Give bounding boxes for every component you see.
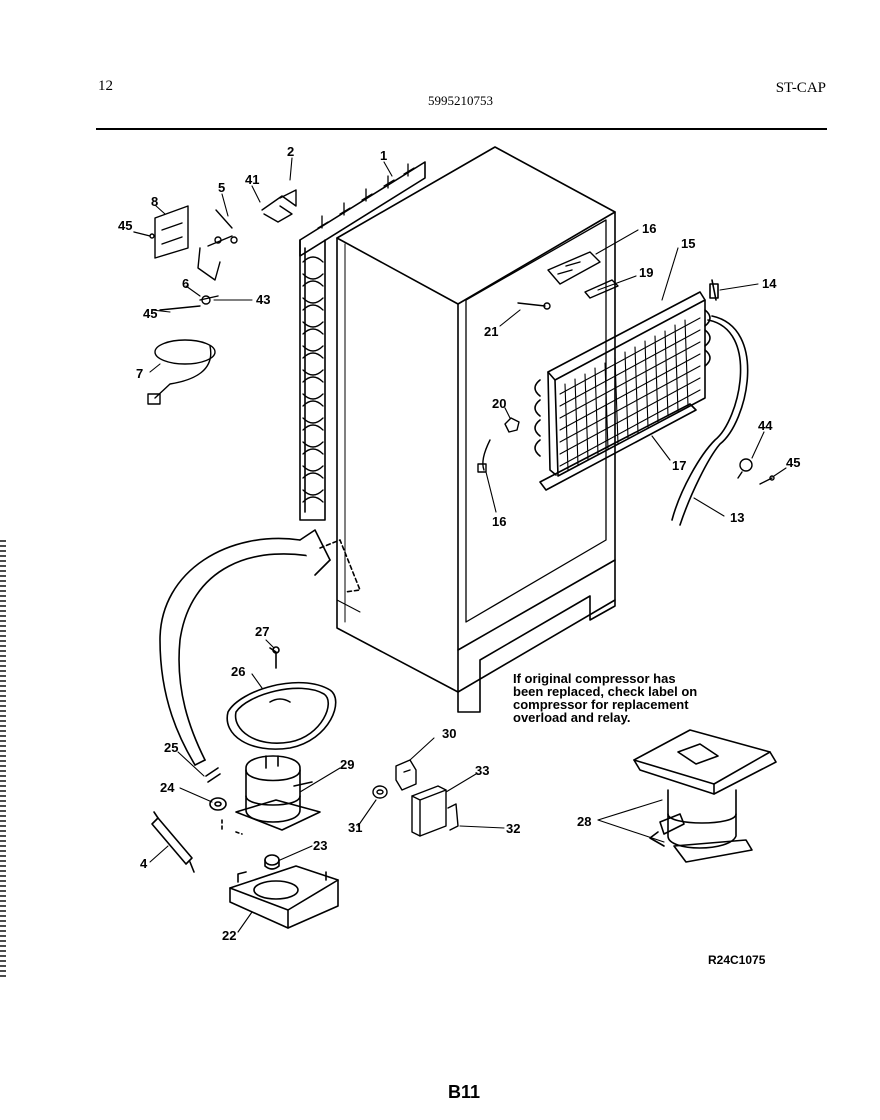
model-number: 5995210753 [428, 93, 493, 108]
header-rule [96, 128, 827, 130]
refrigerator-cabinet [336, 146, 616, 713]
callout-25: 25 [164, 740, 178, 755]
scan-edge-artifact [0, 540, 6, 980]
callout-32: 32 [506, 821, 520, 836]
callout-13: 13 [730, 510, 744, 525]
callout-41: 41 [245, 172, 259, 187]
callout-14: 14 [762, 276, 777, 291]
callout-44: 44 [758, 418, 773, 433]
callout-43: 43 [256, 292, 270, 307]
callout-26: 26 [231, 664, 245, 679]
callout-16-lower: 16 [492, 514, 506, 529]
callout-4: 4 [140, 856, 148, 871]
upper-left-parts [133, 189, 297, 405]
callout-21: 21 [484, 324, 498, 339]
callout-19: 19 [639, 265, 653, 280]
drain-pan [226, 646, 337, 750]
header-code: ST-CAP [775, 80, 826, 96]
callout-5: 5 [218, 180, 225, 195]
note-line-3: compressor for replacement [513, 697, 689, 712]
page-number: 12 [98, 78, 113, 94]
note-line-4: overload and relay. [513, 710, 631, 725]
callout-30: 30 [442, 726, 456, 741]
callout-22: 22 [222, 928, 236, 943]
callout-27: 27 [255, 624, 269, 639]
inset-compressor [633, 729, 777, 863]
callout-7: 7 [136, 366, 143, 381]
note-line-2: been replaced, check label on [513, 684, 698, 699]
callout-24: 24 [160, 780, 175, 795]
callout-15: 15 [681, 236, 695, 251]
callout-8: 8 [151, 194, 158, 209]
reference-code: R24C1075 [708, 953, 766, 967]
page-footer: B11 [448, 1082, 481, 1102]
callout-29: 29 [340, 757, 354, 772]
callout-45-right: 45 [786, 455, 800, 470]
relocation-arrow [159, 529, 361, 766]
callout-20: 20 [492, 396, 506, 411]
evaporator [534, 279, 749, 526]
callout-16-upper: 16 [642, 221, 656, 236]
callout-23: 23 [313, 838, 327, 853]
callout-33: 33 [475, 763, 489, 778]
compressor-note: If original compressor has been replaced… [513, 672, 753, 724]
mounting-bracket [229, 865, 339, 929]
evaporator-small-parts [477, 251, 775, 485]
callout-28: 28 [577, 814, 591, 829]
leader-lines [149, 157, 787, 933]
callout-17: 17 [672, 458, 686, 473]
callout-45-lower-left: 45 [143, 306, 157, 321]
condenser-coil [299, 161, 426, 521]
callout-45-upper-left: 45 [118, 218, 132, 233]
callout-2: 2 [287, 144, 294, 159]
compressor [205, 755, 321, 870]
callout-31: 31 [348, 820, 362, 835]
relay-overload [372, 759, 459, 837]
filter-drier [151, 811, 195, 873]
note-line-1: If original compressor has [513, 671, 676, 686]
callout-1: 1 [380, 148, 387, 163]
callout-6: 6 [182, 276, 189, 291]
